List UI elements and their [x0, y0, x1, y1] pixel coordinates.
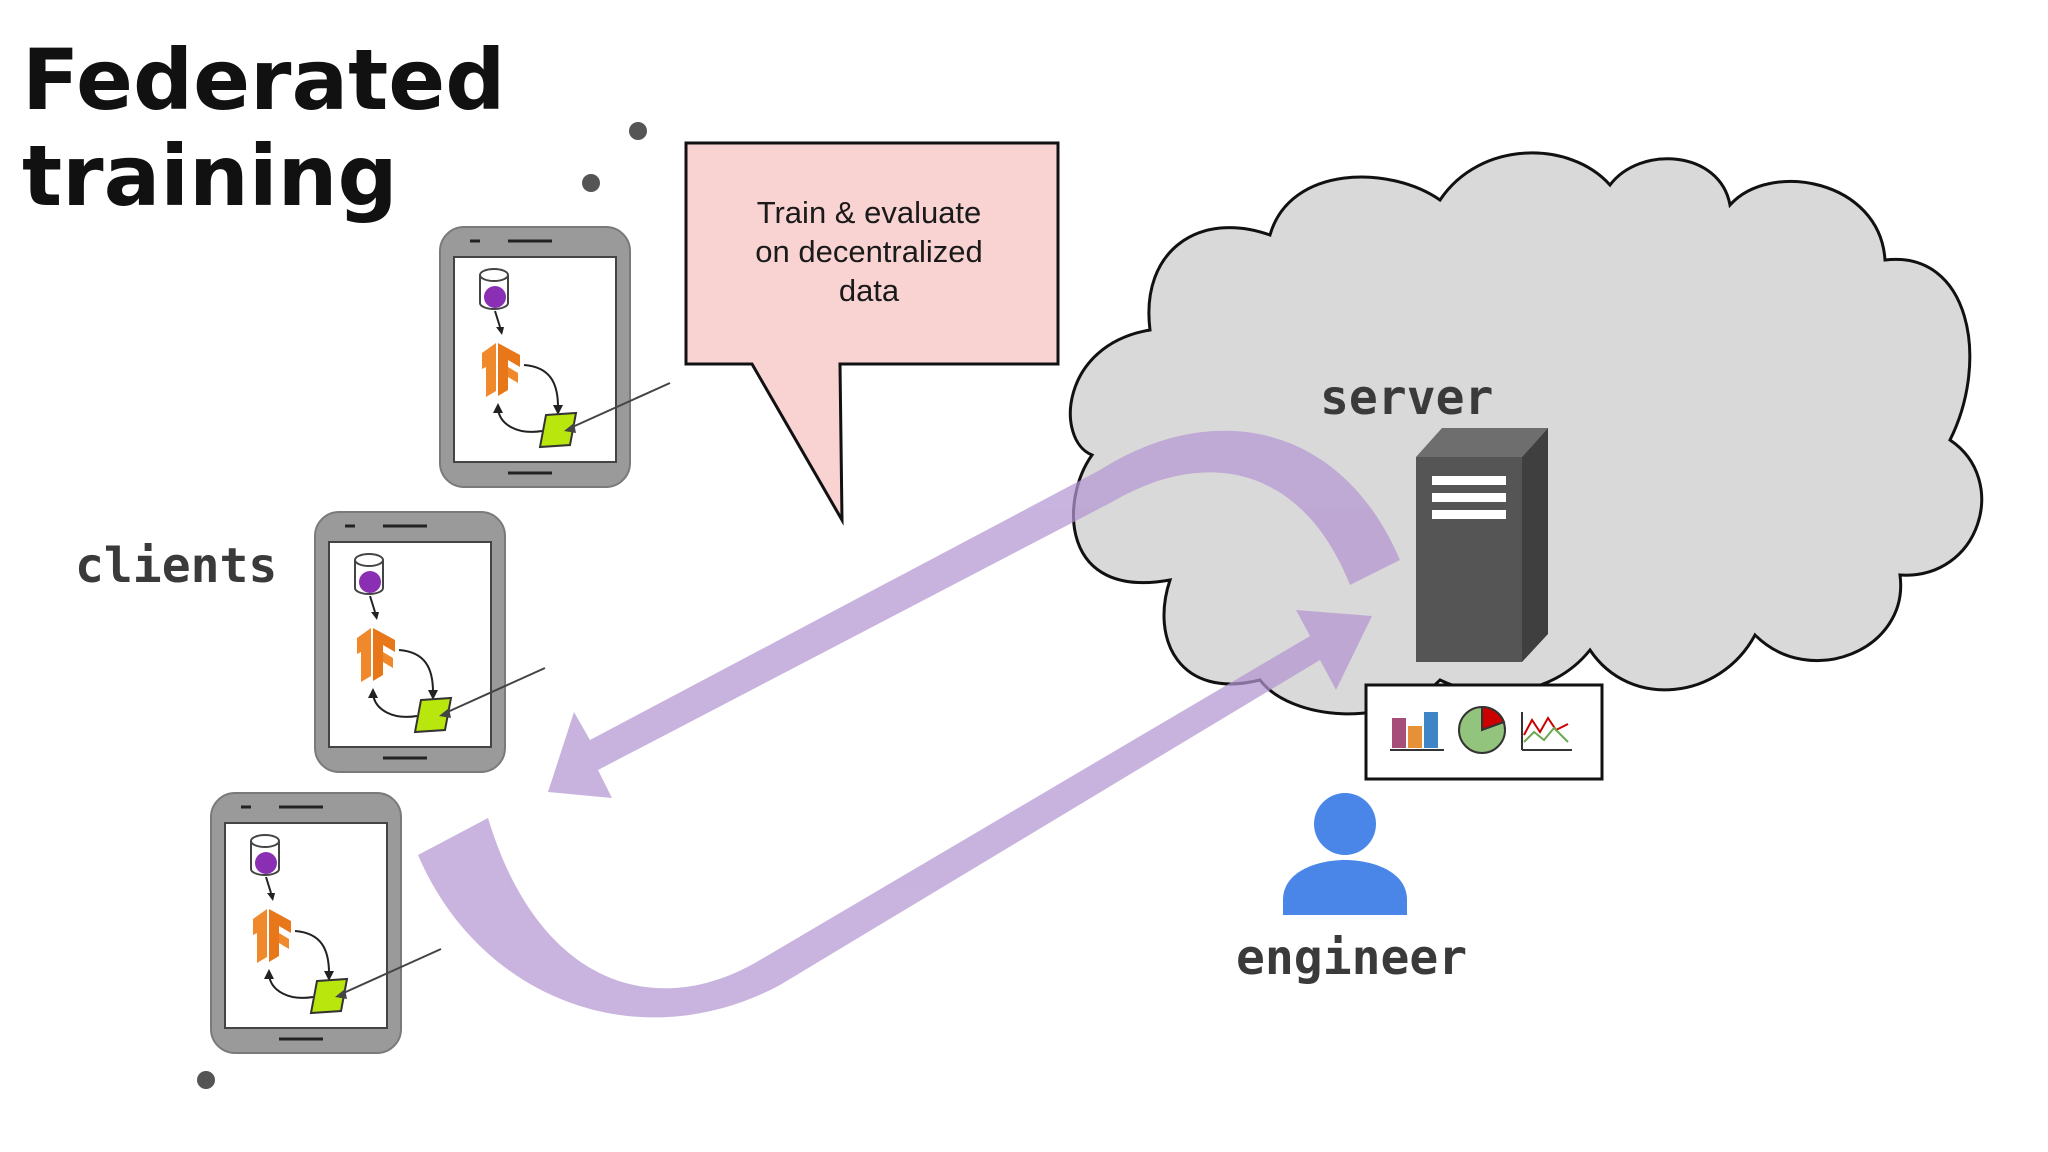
server-icon: [1416, 428, 1548, 662]
client-phone-1: [438, 225, 672, 489]
speech-callout: [684, 141, 1060, 526]
callout-text: Train & evaluate on decentralized data: [684, 193, 1054, 310]
analytics-panel: [1364, 683, 1604, 781]
ellipsis-dot: [629, 122, 647, 140]
engineer-label: engineer: [1236, 930, 1468, 986]
ellipsis-dot: [197, 1071, 215, 1089]
callout-line-1: Train & evaluate: [756, 195, 982, 230]
ellipsis-dot: [582, 174, 600, 192]
bar-chart-icon: [1390, 712, 1444, 751]
client-phone-2: [313, 510, 547, 774]
client-phone-3: [209, 791, 443, 1055]
title-line-1: Federated: [22, 31, 506, 129]
clients-label: clients: [75, 538, 278, 594]
line-chart-icon: [1521, 712, 1572, 751]
engineer-icon: [1283, 793, 1407, 915]
flow-arrows: [418, 430, 1400, 1018]
callout-line-2: on decentralized: [755, 234, 983, 269]
title-line-2: training: [22, 127, 398, 225]
callout-line-3: data: [838, 273, 900, 308]
download-arrow: [548, 430, 1400, 798]
pie-chart-icon: [1458, 705, 1506, 754]
slide-title: Federated training: [22, 32, 505, 224]
server-label: server: [1320, 370, 1494, 426]
